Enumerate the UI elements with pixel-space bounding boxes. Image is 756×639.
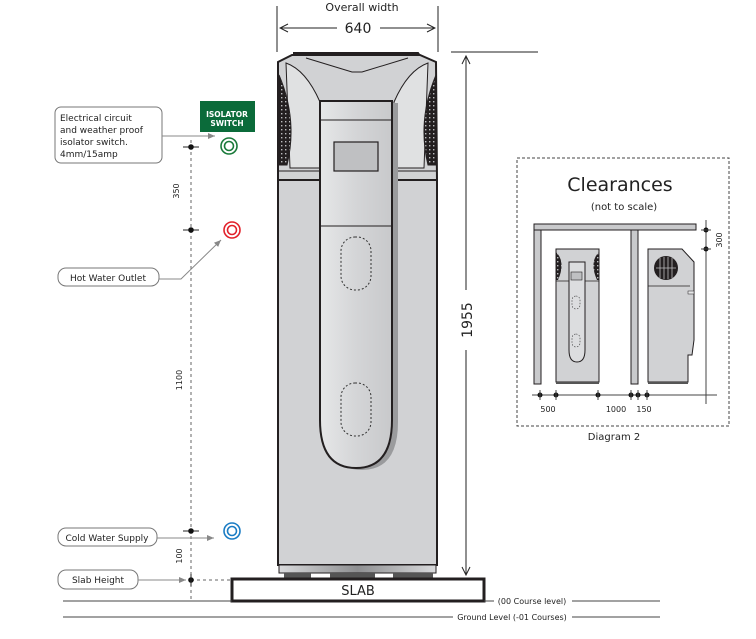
clearance-1000: 1000 bbox=[606, 405, 626, 414]
cold-water-supply-icon bbox=[223, 522, 241, 540]
electrical-line-2: and weather proof bbox=[60, 126, 144, 136]
cold-water-callout: Cold Water Supply bbox=[57, 527, 214, 547]
clearance-post-right bbox=[630, 229, 639, 385]
unit-foot-1 bbox=[284, 573, 311, 579]
hot-water-leader bbox=[159, 239, 222, 280]
heat-pump-unit bbox=[277, 52, 439, 579]
mini-unit-front bbox=[555, 248, 600, 384]
tick-slab bbox=[188, 574, 194, 586]
unit-foot-2 bbox=[330, 573, 375, 579]
electrical-callout-box bbox=[54, 106, 163, 164]
hot-water-label: Hot Water Outlet bbox=[70, 274, 146, 284]
overall-width-value: 640 bbox=[345, 21, 372, 37]
electrical-line-4: 4mm/15amp bbox=[60, 150, 118, 160]
panel-oval-upper bbox=[340, 236, 372, 291]
slab-height-callout: Slab Height bbox=[57, 569, 186, 590]
clearance-150: 150 bbox=[636, 405, 651, 414]
clearances-subtitle: (not to scale) bbox=[591, 202, 657, 213]
isolator-switch-badge: ISOLATOR SWITCH bbox=[200, 101, 255, 132]
isolator-badge-line2: SWITCH bbox=[210, 119, 243, 128]
clearances-caption: Diagram 2 bbox=[588, 432, 640, 443]
display-screen bbox=[333, 141, 379, 172]
course-level-label: (00 Course level) bbox=[498, 597, 566, 606]
spacing-100: 100 bbox=[175, 548, 184, 563]
clearance-tick-marks bbox=[539, 229, 711, 400]
tick-switch bbox=[183, 144, 199, 150]
unit-top-ridge bbox=[305, 57, 409, 73]
connection-height-dimensions: 350 1100 100 bbox=[172, 140, 232, 601]
electrical-line-1: Electrical circuit bbox=[60, 114, 132, 124]
ground-level-label: Ground Level (-01 Courses) bbox=[457, 613, 567, 622]
overall-width-label: Overall width bbox=[325, 1, 398, 14]
overall-width-dimension: Overall width 640 bbox=[276, 1, 439, 52]
height-dimension: 1955 bbox=[451, 51, 538, 575]
clearance-ticks bbox=[537, 227, 709, 398]
tick-hot bbox=[183, 227, 199, 233]
spacing-1100: 1100 bbox=[175, 370, 184, 390]
control-panel bbox=[319, 100, 393, 470]
electrical-connection-icon bbox=[220, 137, 238, 155]
isolator-badge-bg bbox=[200, 101, 255, 132]
slab bbox=[230, 577, 486, 603]
height-value: 1955 bbox=[460, 302, 476, 338]
clearance-roof bbox=[533, 223, 697, 231]
clearances-title: Clearances bbox=[567, 174, 672, 196]
slab-label: SLAB bbox=[341, 584, 375, 599]
unit-foot-3 bbox=[393, 573, 433, 579]
fan-grille-left bbox=[278, 74, 292, 166]
panel-oval-lower bbox=[340, 382, 372, 437]
hot-water-callout-box bbox=[57, 267, 160, 287]
fan-grille-right bbox=[423, 74, 437, 166]
clearance-500: 500 bbox=[540, 405, 555, 414]
spacing-350: 350 bbox=[172, 183, 181, 198]
slab-height-label: Slab Height bbox=[72, 576, 125, 586]
cold-water-label: Cold Water Supply bbox=[66, 534, 150, 544]
isolator-badge-line1: ISOLATOR bbox=[206, 110, 248, 119]
clearance-300: 300 bbox=[715, 232, 724, 247]
electrical-callout: Electrical circuit and weather proof iso… bbox=[54, 106, 215, 164]
unit-base-trim bbox=[278, 564, 437, 574]
slab-group: SLAB (00 Course level) Ground Level (-01… bbox=[63, 577, 660, 622]
electrical-line-3: isolator switch. bbox=[60, 138, 128, 148]
cold-water-callout-box bbox=[57, 527, 158, 547]
clearances-frame bbox=[516, 157, 730, 427]
mini-unit-side bbox=[647, 248, 695, 384]
tick-cold bbox=[183, 528, 199, 534]
clearance-post-left bbox=[533, 229, 542, 385]
hot-water-callout: Hot Water Outlet bbox=[57, 239, 222, 287]
clearances-diagram: Clearances (not to scale) bbox=[516, 157, 730, 443]
hot-water-outlet-icon bbox=[223, 221, 241, 239]
